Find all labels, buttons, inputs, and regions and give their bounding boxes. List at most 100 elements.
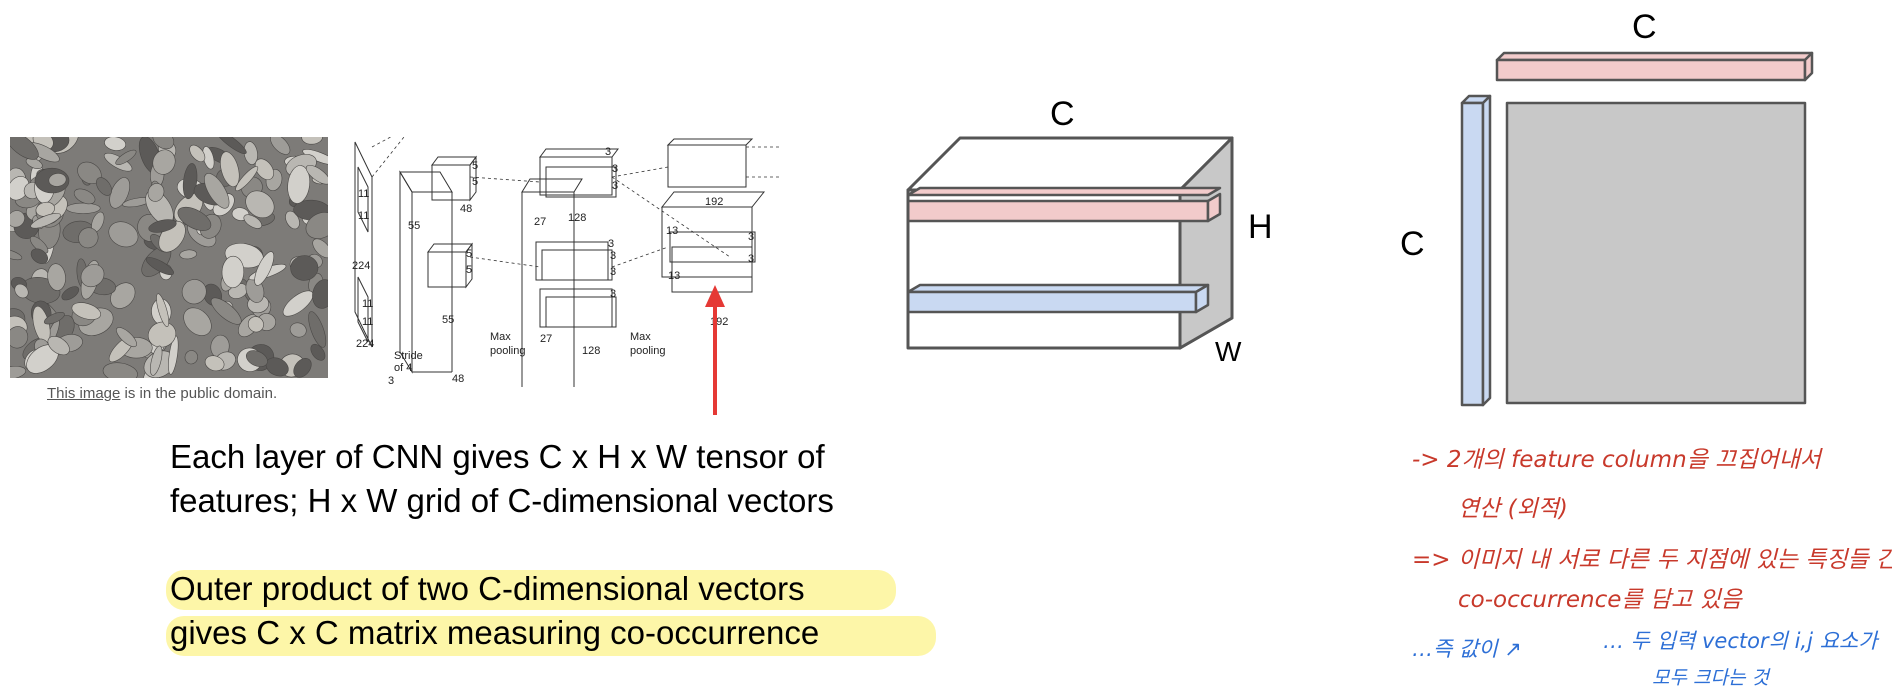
alexnet-label: 3	[748, 231, 754, 243]
pebble	[102, 362, 138, 378]
pebble	[61, 286, 80, 301]
blue-feature-column	[906, 290, 1198, 314]
pebble	[177, 206, 212, 231]
alexnet-label: 11	[362, 298, 373, 310]
conv2-box-top	[431, 164, 471, 201]
description-line-2: features; H x W grid of C-dimensional ve…	[170, 482, 834, 519]
pebble	[310, 343, 326, 361]
alexnet-label: pooling	[630, 345, 665, 357]
pebble	[10, 365, 27, 378]
red-arrow-icon	[705, 285, 725, 415]
tensor-label-c: C	[1050, 95, 1075, 133]
pebble	[210, 297, 242, 325]
conv2-box-bottom	[427, 251, 467, 288]
tensor-label-h: H	[1248, 208, 1273, 246]
pebble	[289, 322, 307, 338]
pebble	[220, 151, 240, 188]
pink-feature-column	[906, 199, 1210, 223]
note-line-2: 연산 (외적)	[1458, 496, 1568, 522]
pebble	[115, 149, 137, 166]
pebble	[189, 144, 206, 163]
conv5-box-top	[667, 144, 747, 188]
input-layer	[354, 141, 373, 348]
pebble	[181, 279, 207, 305]
alexnet-label: 5	[472, 176, 478, 188]
alexnet-label: 5	[466, 264, 472, 276]
alexnet-label: 55	[442, 314, 454, 326]
photo-caption: This image is in the public domain.	[47, 385, 277, 402]
pebble	[156, 293, 170, 327]
pebble	[243, 214, 263, 229]
pebble	[168, 335, 179, 375]
alexnet-label: 128	[568, 212, 586, 224]
pebble	[80, 264, 105, 288]
highlight-1	[166, 570, 896, 610]
pebble	[147, 183, 165, 202]
pebble	[152, 149, 176, 175]
conv1-layer	[399, 170, 413, 374]
cube-top-face	[906, 136, 1234, 192]
matrix-label-c-left: C	[1400, 225, 1425, 263]
pebble	[179, 249, 197, 260]
alexnet-label: 13	[668, 270, 680, 282]
pebble	[312, 238, 328, 259]
outer-product-line-2: gives C x C matrix measuring co-occurren…	[170, 614, 820, 651]
pebble	[254, 158, 274, 181]
pebble	[282, 290, 314, 317]
alexnet-label: pooling	[490, 345, 525, 357]
alexnet-label: 3	[610, 288, 616, 300]
pebble	[10, 248, 23, 261]
pebble	[293, 357, 312, 378]
alexnet-label: 11	[358, 188, 369, 200]
pebble	[116, 327, 137, 348]
caption-text: is in the public domain.	[120, 385, 278, 402]
outer-product-line-1: Outer product of two C-dimensional vecto…	[170, 570, 805, 607]
pebble	[147, 321, 177, 348]
pebble	[247, 316, 264, 333]
alexnet-label: 128	[582, 345, 600, 357]
alexnet-label: 11	[362, 316, 373, 328]
pebble	[148, 219, 177, 233]
pebble	[30, 248, 49, 264]
pebble	[47, 336, 70, 356]
matrix-label-c-top: C	[1632, 8, 1657, 46]
alexnet-label: 3	[612, 180, 618, 192]
alexnet-label: 5	[466, 248, 472, 260]
pebble	[108, 221, 139, 248]
pebble	[109, 177, 131, 209]
pebble	[245, 190, 275, 219]
caption-link[interactable]: This image	[47, 385, 121, 402]
description-line-1: Each layer of CNN gives C x H x W tensor…	[170, 438, 825, 475]
pebble	[301, 137, 323, 145]
pebble	[308, 311, 327, 348]
pebble	[43, 312, 65, 325]
alexnet-label: 48	[452, 373, 464, 385]
pebble	[204, 173, 230, 209]
pebble	[47, 263, 66, 291]
alexnet-label: 3	[608, 238, 614, 250]
alexnet-label: 55	[408, 220, 420, 232]
matrix-top-vector	[1495, 58, 1807, 82]
pebble	[104, 137, 127, 151]
alexnet-label: Max	[630, 331, 651, 343]
alexnet-label: 27	[534, 216, 546, 228]
pebble	[235, 166, 259, 192]
alexnet-label: 3	[612, 163, 618, 175]
highlight-2	[166, 616, 936, 656]
pebble	[184, 350, 198, 365]
pebble	[254, 251, 275, 286]
pebble	[305, 164, 328, 185]
pebble	[10, 326, 29, 349]
note-line-3: => 이미지 내 서로 다른 두 지점에 있는 특징들 간의	[1412, 547, 1892, 573]
pebble	[145, 257, 174, 276]
pebble	[246, 350, 268, 367]
pebble	[78, 227, 99, 249]
pebble	[270, 137, 291, 155]
pebble	[312, 279, 328, 309]
pebble	[73, 188, 96, 205]
pebble	[65, 202, 101, 214]
tensor-cube-diagram	[906, 136, 1234, 350]
pebble	[96, 177, 112, 196]
pebble	[10, 137, 39, 160]
pebble	[290, 255, 319, 281]
